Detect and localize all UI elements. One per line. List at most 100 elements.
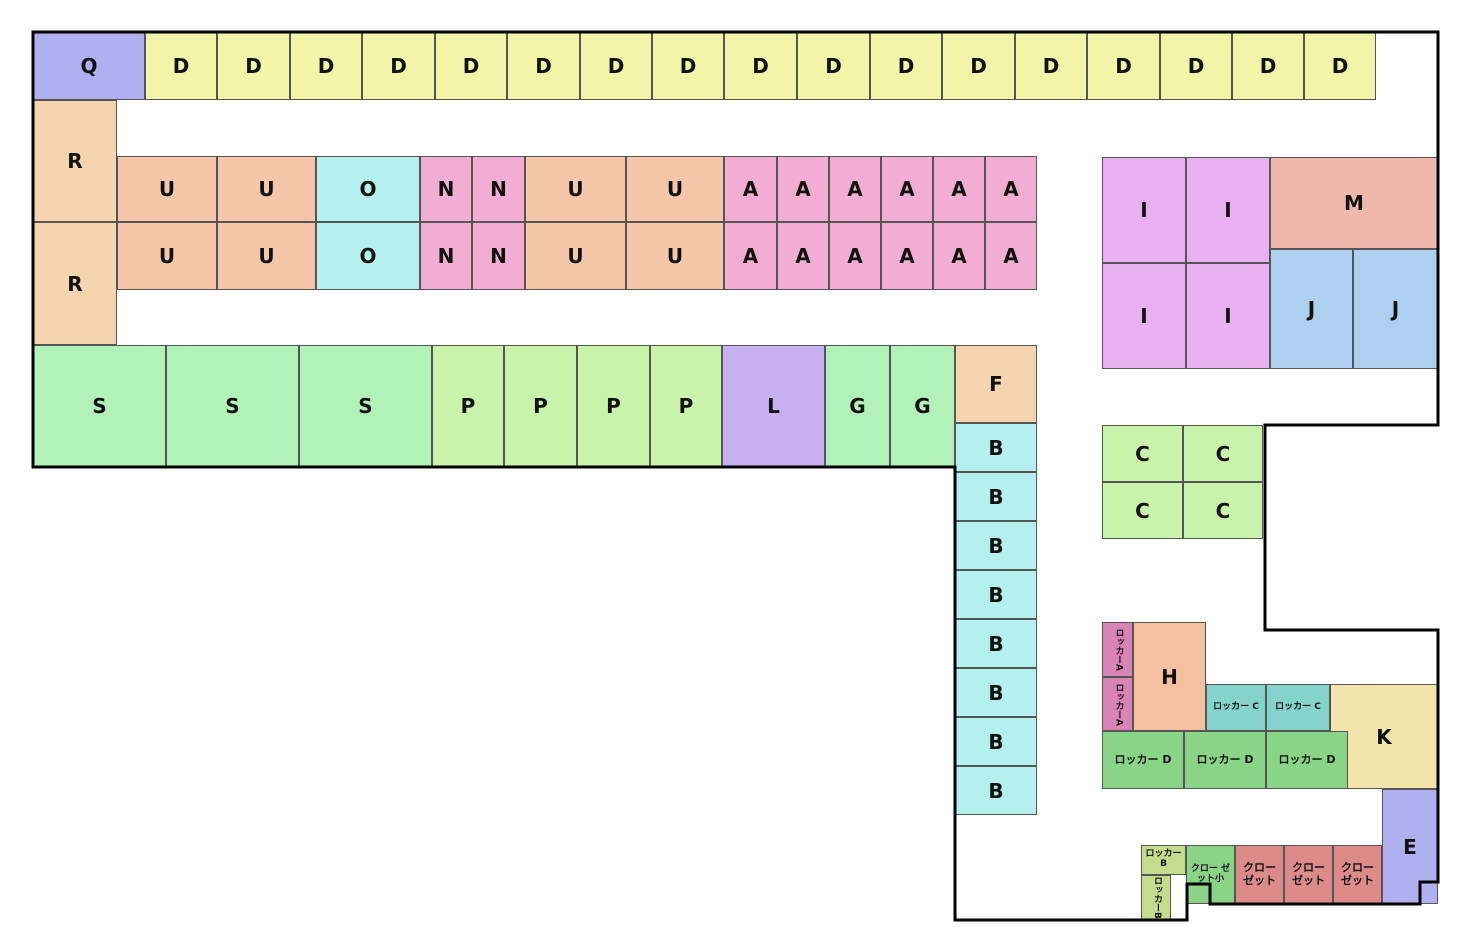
room-label: ロッカー D	[1196, 752, 1254, 766]
room-d: D	[1232, 32, 1304, 100]
room-k: K	[1330, 684, 1438, 789]
room-label: B	[988, 582, 1004, 607]
room-label: D	[1331, 54, 1349, 78]
room-c: C	[1183, 482, 1263, 539]
room-ロッカーa: ロッカーA	[1102, 622, 1133, 677]
room-d: D	[217, 32, 290, 100]
room-d: D	[870, 32, 942, 100]
room-u: U	[217, 222, 316, 290]
room-o: O	[316, 156, 420, 222]
room-label: ロッカーB	[1151, 876, 1162, 919]
room-u: U	[217, 156, 316, 222]
room-ロッカー-c: ロッカー C	[1266, 684, 1330, 731]
room-label: O	[359, 244, 377, 268]
room-ロッカー-d: ロッカー D	[1102, 731, 1184, 789]
room-label: D	[172, 54, 190, 78]
room-u: U	[626, 222, 724, 290]
room-label: B	[988, 435, 1004, 460]
room-label: A	[1003, 244, 1019, 268]
room-q: Q	[33, 32, 145, 100]
room-label: D	[1187, 54, 1205, 78]
room-d: D	[1015, 32, 1087, 100]
room-c: C	[1183, 425, 1263, 482]
room-label: ロッカーA	[1113, 682, 1124, 726]
room-label: B	[988, 631, 1004, 656]
room-a: A	[777, 222, 829, 290]
room-d: D	[290, 32, 362, 100]
room-g: G	[890, 345, 955, 467]
room-p: P	[432, 345, 504, 467]
room-a: A	[724, 156, 777, 222]
room-i: I	[1186, 263, 1270, 369]
room-label: N	[437, 177, 455, 201]
room-d: D	[1304, 32, 1376, 100]
room-r: R	[33, 100, 117, 222]
room-d: D	[145, 32, 217, 100]
room-label: クロー ゼット	[1292, 861, 1325, 887]
room-label: J	[1307, 297, 1316, 321]
room-label: D	[1115, 54, 1132, 78]
room-label: A	[795, 244, 811, 268]
room-label: R	[67, 271, 83, 296]
room-label: B	[988, 484, 1004, 509]
room-a: A	[829, 222, 881, 290]
room-n: N	[420, 156, 472, 222]
room-d: D	[942, 32, 1015, 100]
room-label: A	[847, 244, 863, 268]
room-ロッカー-c: ロッカー C	[1206, 684, 1266, 731]
room-j: J	[1353, 249, 1438, 369]
room-u: U	[117, 222, 217, 290]
room-label: ロッカー C	[1275, 701, 1321, 712]
room-u: U	[626, 156, 724, 222]
room-label: C	[1135, 498, 1150, 523]
room-b: B	[955, 570, 1037, 619]
room-label: ロッカー D	[1114, 752, 1172, 766]
room-label: クロー ゼット小	[1190, 863, 1231, 884]
room-label: U	[158, 177, 176, 201]
room-a: A	[829, 156, 881, 222]
room-label: S	[92, 394, 107, 418]
room-label: A	[951, 177, 967, 201]
room-u: U	[525, 156, 626, 222]
room-b: B	[955, 521, 1037, 570]
room-label: N	[437, 244, 455, 268]
room-label: D	[607, 54, 625, 78]
room-label: K	[1376, 724, 1392, 749]
room-label: J	[1391, 297, 1400, 321]
room-label: D	[245, 54, 262, 78]
room-label: A	[847, 177, 863, 201]
room-a: A	[985, 222, 1037, 290]
room-p: P	[504, 345, 577, 467]
room-label: A	[1003, 177, 1019, 201]
room-h: H	[1133, 622, 1206, 731]
room-a: A	[881, 222, 933, 290]
room-label: ロッカー B	[1145, 849, 1182, 869]
room-クロー-ゼット: クロー ゼット	[1284, 845, 1333, 904]
room-a: A	[933, 156, 985, 222]
room-d: D	[1087, 32, 1160, 100]
room-label: C	[1215, 498, 1231, 523]
room-クロー-ゼット: クロー ゼット	[1333, 845, 1382, 904]
room-label: C	[1215, 441, 1231, 466]
room-a: A	[985, 156, 1037, 222]
room-label: N	[490, 177, 507, 201]
room-label: D	[317, 54, 335, 78]
room-label: P	[533, 394, 548, 418]
room-label: ロッカーA	[1113, 628, 1124, 671]
room-b: B	[955, 619, 1037, 668]
room-label: Q	[80, 54, 98, 78]
room-label: L	[767, 394, 780, 418]
room-label: D	[462, 54, 480, 78]
room-label: P	[460, 394, 476, 418]
room-ロッカー-d: ロッカー D	[1184, 731, 1266, 789]
room-d: D	[580, 32, 652, 100]
room-label: A	[951, 244, 967, 268]
room-label: G	[914, 394, 931, 418]
room-label: ロッカー C	[1213, 701, 1259, 712]
room-u: U	[525, 222, 626, 290]
room-m: M	[1270, 157, 1438, 249]
room-label: S	[358, 394, 373, 418]
room-label: N	[490, 244, 507, 268]
room-label: U	[666, 244, 684, 268]
